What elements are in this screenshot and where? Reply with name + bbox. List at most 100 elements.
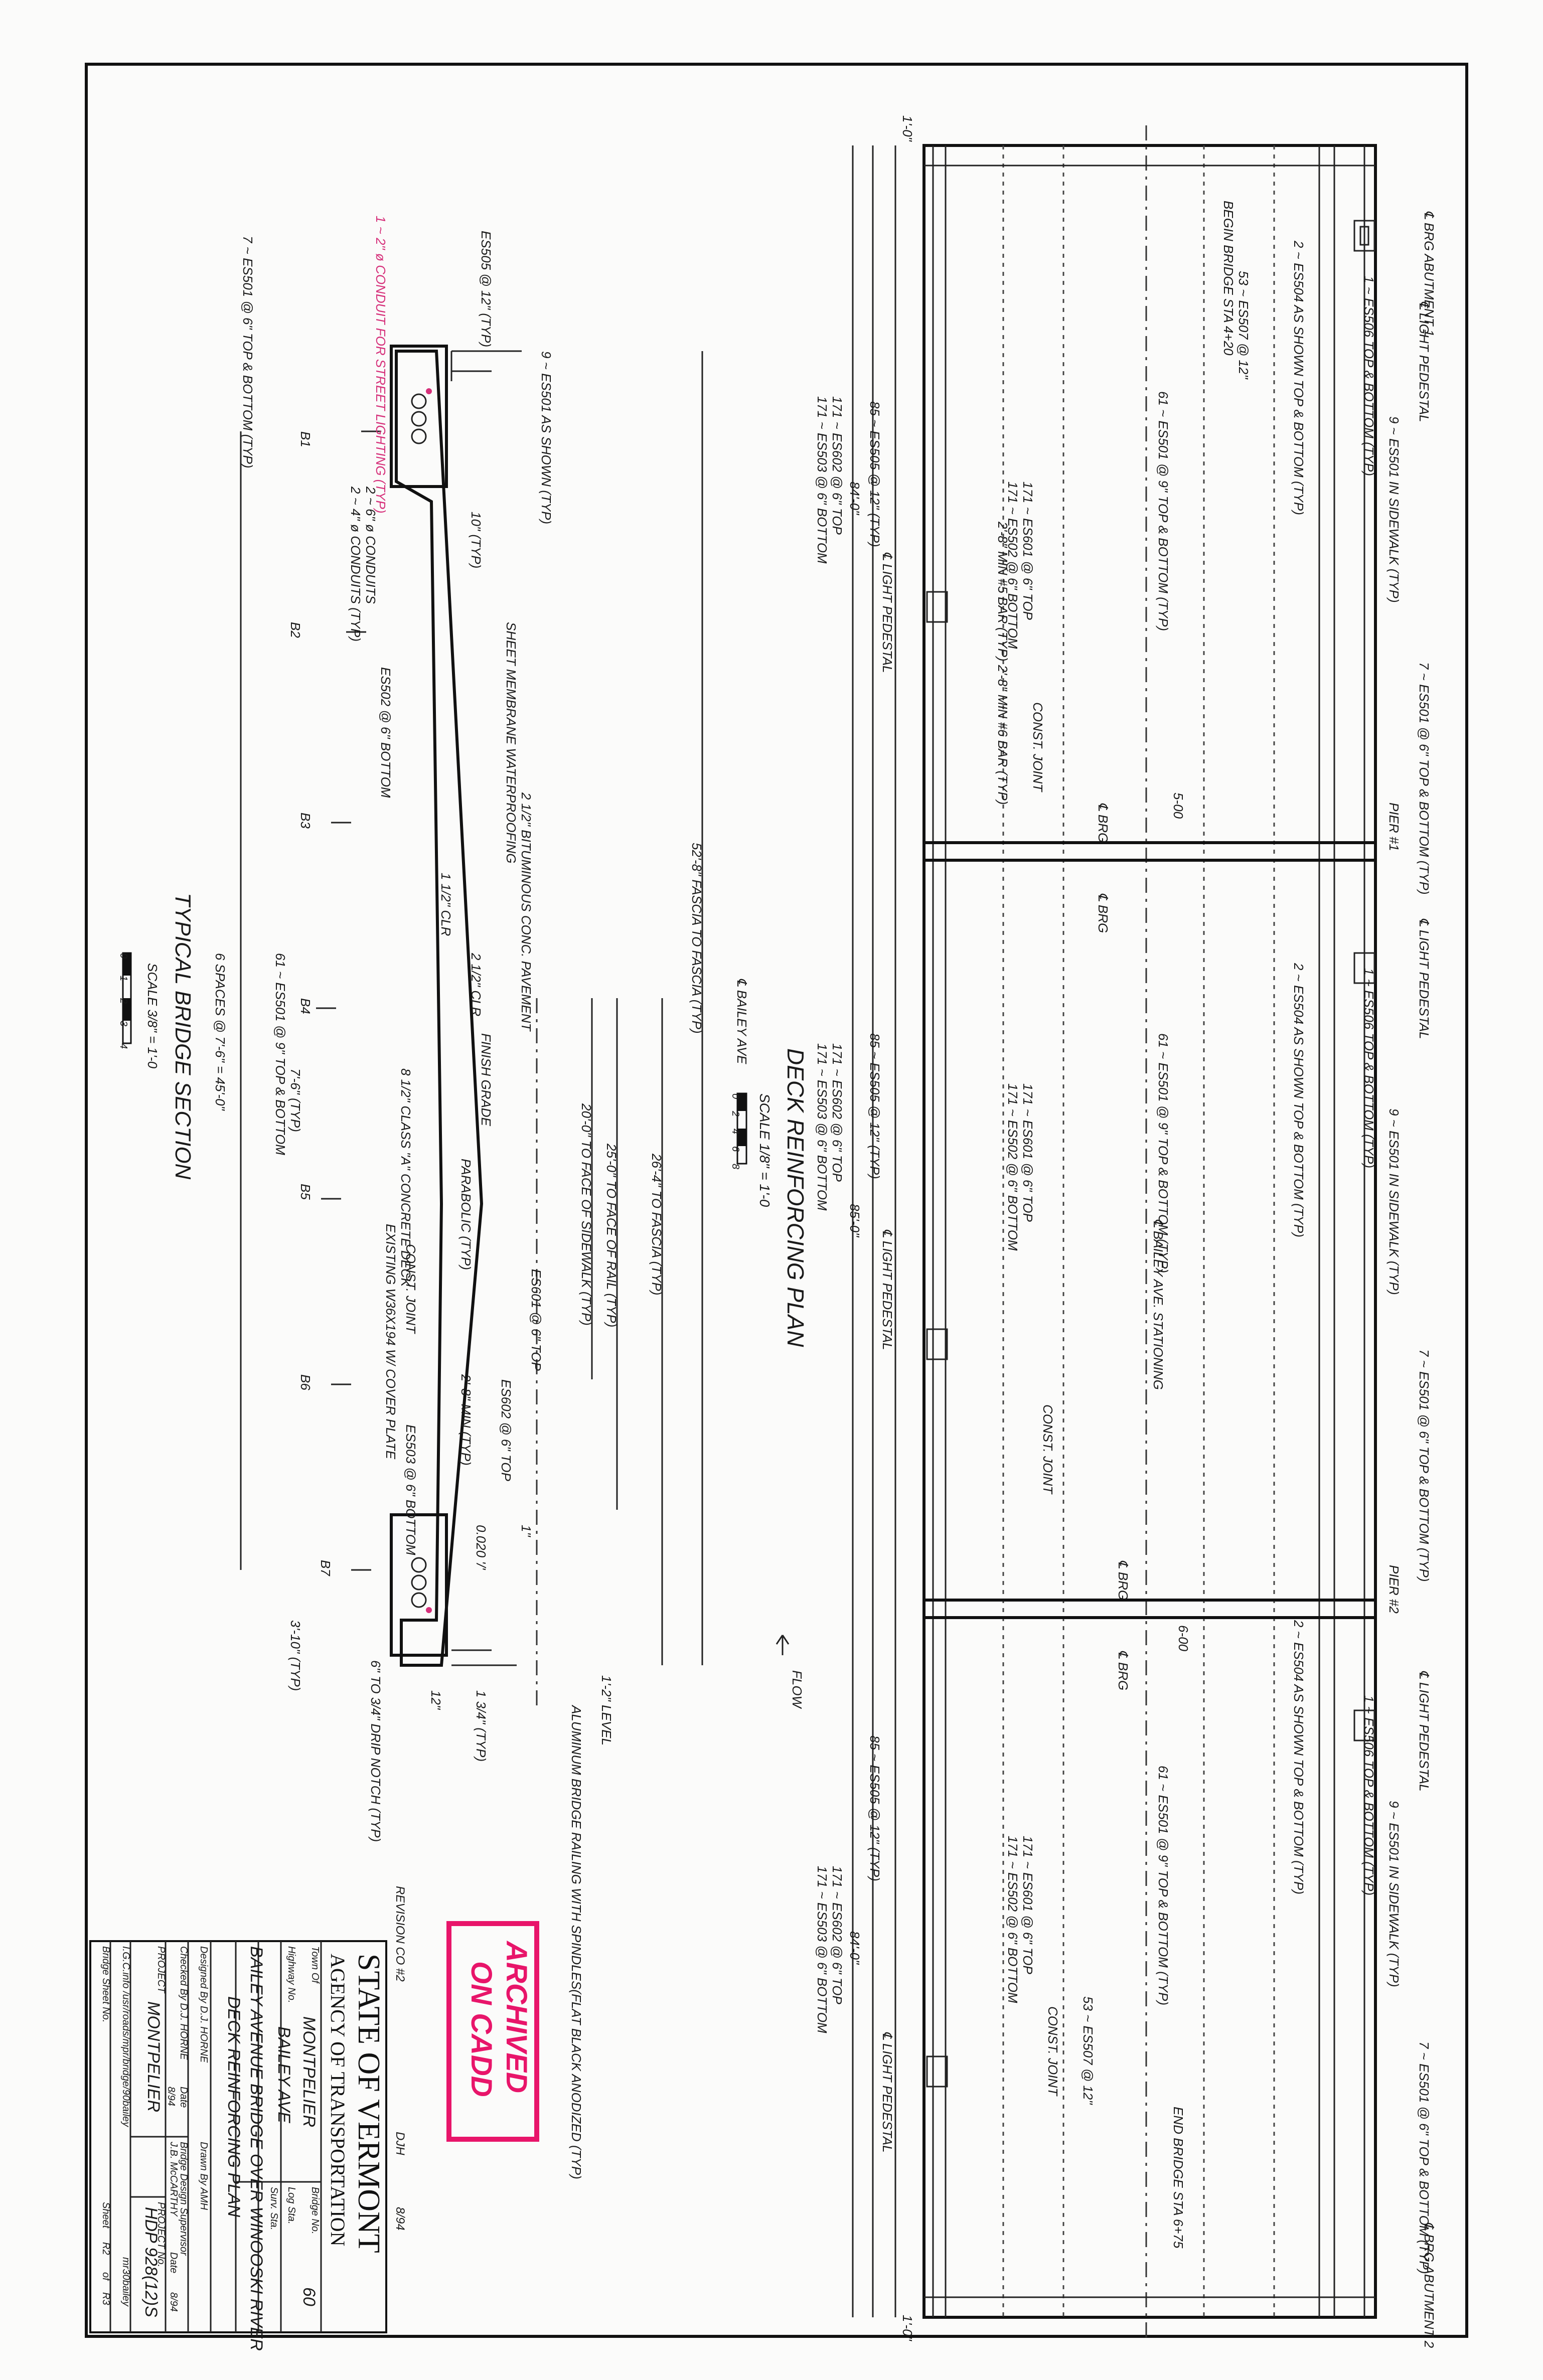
gap-500-label: 5-00 (1171, 792, 1186, 819)
checked-date-label: Date (178, 2087, 189, 2108)
es503-label-3: 171 ~ ES503 @ 6" BOTTOM (815, 1866, 830, 2033)
existing-beam-label: EXISTING W36X194 W/ COVER PLATE (383, 1224, 398, 1460)
light-pedestal-label-2: ℄ LIGHT PEDESTAL (1417, 918, 1432, 1039)
dim-1-2-label: 1'-2" LEVEL (599, 1675, 614, 1746)
supervisor-date-label: Date (168, 2252, 179, 2273)
dim-3-10-label: 3'-10" (TYP) (288, 1620, 303, 1691)
railing-right (451, 1649, 517, 1666)
supervisor-date: 8/94 (168, 2292, 179, 2312)
pier-2 (924, 1599, 1375, 1619)
designed-by-label: Designed By D.J. HORNE (198, 1946, 209, 2063)
brg-abutment-2-label: ℄ BRG ABUTMENT 2 (1422, 2222, 1437, 2348)
es602-label-3: 171 ~ ES602 @ 6" TOP (830, 1866, 845, 2004)
agency-line1: STATE OF VERMONT (352, 1954, 386, 2253)
end-dim-label-1: 1'-0" (900, 115, 915, 142)
railing-label: ALUMINUM BRIDGE RAILING WITH SPINDLES(FL… (569, 1704, 584, 2179)
bridge-no-value: 60 (299, 2287, 319, 2306)
revision-date: 8/94 (393, 2207, 407, 2231)
es504-label-1: 2 ~ ES504 AS SHOWN TOP & BOTTOM (TYP) (1291, 240, 1306, 515)
flow-label: FLOW (790, 1670, 805, 1709)
es501-6-label-1: 7 ~ ES501 @ 6" TOP & BOTTOM (TYP) (1417, 662, 1432, 895)
revision-initials: DJH (393, 2132, 407, 2155)
brg-label-3: ℄ BRG (1116, 1560, 1131, 1600)
section-scale-tick-4: 4 (118, 1043, 129, 1049)
finish-grade-label: FINISH GRADE (479, 1033, 494, 1127)
street-light-conduit-icon (426, 388, 432, 394)
const-joint-label-3: CONST. JOINT (1045, 2006, 1060, 2097)
flow-arrow-icon (776, 1635, 790, 1655)
end-bridge-label: END BRIDGE STA 6+75 (1171, 2107, 1186, 2249)
brg-abutment-1-label: ℄ BRG ABUTMENT 1 (1422, 211, 1437, 337)
baseline-label: ℄ BAILEY AVE. STATIONING (1151, 1219, 1166, 1390)
brg-label-2: ℄ BRG (1096, 893, 1111, 933)
dim-12-label: 12" (428, 1690, 443, 1710)
bailey-ave-label: ℄ BAILEY AVE (734, 978, 749, 1064)
section-title: TYPICAL BRIDGE SECTION (171, 893, 195, 1180)
spaces-label: 6 SPACES @ 7'-6" = 45'-0" (213, 953, 228, 1111)
len-84-label-2: 84'-0" (847, 1931, 862, 1965)
const-joint-section-label: CONST. JOINT (403, 1244, 418, 1334)
es501-sidewalk-label-2: 9 ~ ES501 IN SIDEWALK (TYP) (1386, 1108, 1402, 1295)
brg-label-1: ℄ BRG (1096, 803, 1111, 843)
es602-label-2: 171 ~ ES602 @ 6" TOP (830, 1043, 845, 1182)
es504-label-3: 2 ~ ES504 AS SHOWN TOP & BOTTOM (TYP) (1291, 1620, 1306, 1894)
es506-label-2: 1 ~ ES506 TOP & BOTTOM (TYP) (1361, 968, 1376, 1168)
es507-label-2: 53 ~ ES507 @ 12" (1081, 1996, 1096, 2105)
to-sidewalk-dim-label: 20'-0" TO FACE OF SIDEWALK (TYP) (579, 1103, 594, 1326)
sheet-label: Sheet (100, 2202, 111, 2229)
beam-b6: B6 (298, 1374, 313, 1390)
town-label: Town Of (310, 1946, 321, 1984)
conduits-6-label: 2 ~ 6" ø CONDUITS (363, 486, 378, 604)
right-sidewalk (390, 1513, 448, 1657)
beam-b2: B2 (288, 622, 303, 638)
es502-label-3: 171 ~ ES502 @ 6" BOTTOM (1005, 1836, 1020, 2003)
slope-label: 0.020 '/' (474, 1525, 489, 1570)
bridge-sheet-label: Bridge Sheet No. (100, 1946, 111, 2022)
es501-9-label-2: 61 ~ ES501 @ 9" TOP & BOTTOM (TYP) (1156, 1033, 1171, 1273)
es507-label-1: 53 ~ ES507 @ 12" (1236, 271, 1251, 380)
es501-sidewalk-label-3: 9 ~ ES501 IN SIDEWALK (TYP) (1386, 1801, 1402, 1987)
sheet-title: DECK REINFORCING PLAN (224, 1996, 243, 2217)
plan-scale-tick-4: 8 (730, 1164, 741, 1169)
es602-label-1: 171 ~ ES602 @ 6" TOP (830, 396, 845, 535)
beam-b1: B1 (298, 431, 313, 447)
left-sidewalk (390, 345, 448, 488)
bridge-no-label: Bridge No. (310, 2187, 321, 2235)
es503-label-1: 171 ~ ES503 @ 6" BOTTOM (815, 396, 830, 564)
light-pedestal-label-4: ℄ LIGHT PEDESTAL (880, 552, 895, 673)
clr-1-5-label: 1 1/2" CLR (438, 873, 453, 936)
title-block: STATE OF VERMONT AGENCY OF TRANSPORTATIO… (89, 1940, 387, 2351)
begin-bridge-label: BEGIN BRIDGE STA 4+20 (1221, 201, 1236, 356)
beam-b7: B7 (318, 1560, 333, 1576)
bar-min-label: 2'-8" MIN #5 BAR (TYP) 2'-8" MIN #6 BAR … (995, 521, 1010, 805)
stamp-line2: ON CADD (465, 1961, 498, 2097)
conduits-4-label: 2 ~ 4" ø CONDUITS (TYP) (348, 486, 363, 642)
drip-label: 6" TO 3/4" DRIP NOTCH (TYP) (368, 1660, 383, 1842)
es502-section-label: ES502 @ 6" BOTTOM (378, 667, 393, 798)
es601-label-1: 171 ~ ES601 @ 6" TOP (1020, 482, 1035, 620)
light-pedestal-label-3: ℄ LIGHT PEDESTAL (1417, 1670, 1432, 1792)
es505-label-3: 85 ~ ES505 @ 12" (TYP) (867, 1735, 882, 1881)
es501-6-label-2: 7 ~ ES501 @ 6" TOP & BOTTOM (TYP) (1417, 1349, 1432, 1582)
brg-label-4: ℄ BRG (1116, 1650, 1131, 1690)
sheet-total: R3 (100, 2292, 111, 2305)
log-sta-label: Log Sta. (286, 2187, 297, 2225)
end-dim-label-2: 1'-0" (900, 2315, 915, 2342)
sheet-of-label: of (100, 2272, 111, 2282)
es505-label-1: 85 ~ ES505 @ 12" (TYP) (867, 401, 882, 547)
section-scale: SCALE 3/8" = 1'-0 (145, 963, 160, 1069)
plan-scale-tick-3: 6 (730, 1146, 741, 1152)
es506-label-3: 1 ~ ES506 TOP & BOTTOM (TYP) (1361, 1695, 1376, 1895)
plan-scale-bar (736, 1092, 747, 1165)
highway-label: Highway No. (286, 1946, 297, 2003)
bituminous-label: 2 1/2" BITUMINOUS CONC. PAVEMENT (519, 792, 534, 1032)
file-ref: I.G.C.info /usr/roads/mpr/bridge/90baile… (120, 1946, 131, 2127)
const-joint-label-1: CONST. JOINT (1030, 702, 1045, 792)
light-pedestal-label-6: ℄ LIGHT PEDESTAL (880, 2031, 895, 2153)
es502-label-2: 171 ~ ES502 @ 6" BOTTOM (1005, 1083, 1020, 1251)
checked-date: 8/94 (166, 2087, 177, 2106)
gap-600-label: 6-00 (1176, 1625, 1191, 1652)
sheet-border (85, 63, 1468, 2338)
drawn-by-label: Drawn By AMH (198, 2142, 209, 2210)
